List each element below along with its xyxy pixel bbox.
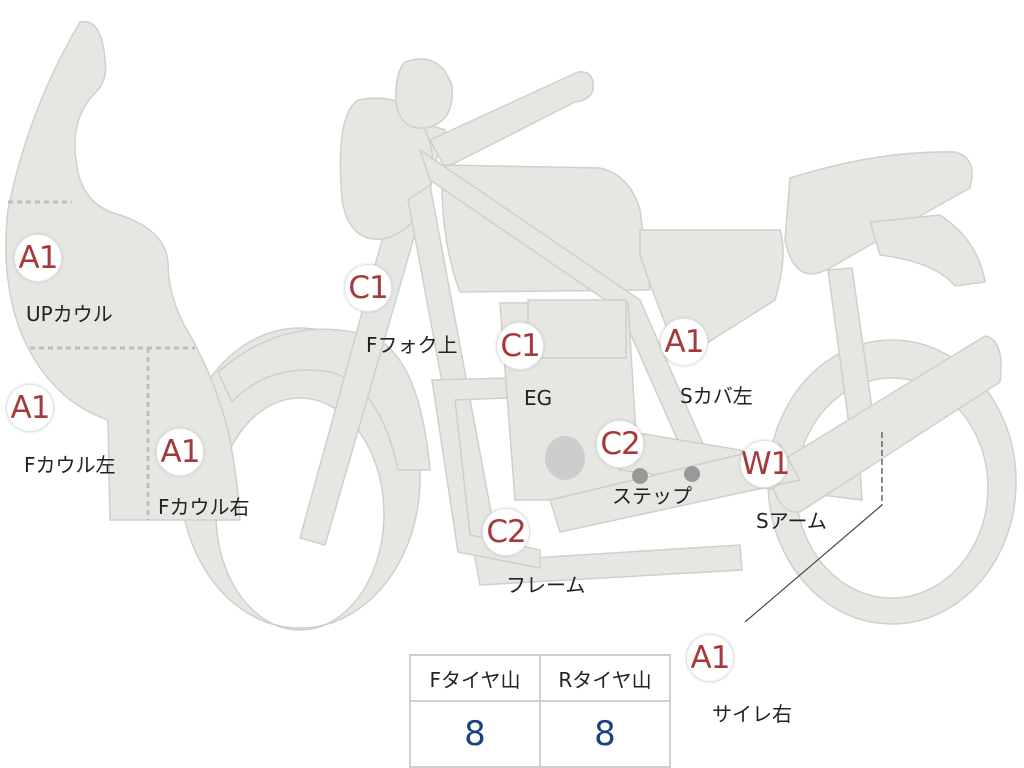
tread-value-row: 8 8 xyxy=(409,700,671,768)
seat xyxy=(784,151,973,275)
handlebar xyxy=(428,71,594,170)
meter xyxy=(395,58,453,129)
grade-badge-step: C2 xyxy=(596,420,644,468)
grade-badge-f-fork-upper: C1 xyxy=(344,264,392,312)
tread-header-row: Fタイヤ山 Rタイヤ山 xyxy=(409,654,671,702)
grade-badge-f-cowl-left: A1 xyxy=(6,384,54,432)
tail-cowl xyxy=(869,214,986,287)
upper-cowl xyxy=(5,20,241,521)
engine-details xyxy=(545,436,700,484)
grade-badge-s-cover-left: A1 xyxy=(660,318,708,366)
part-label-f-fork-upper: Fフォク上 xyxy=(366,333,458,357)
part-label-up-cowl: UPカウル xyxy=(26,302,113,326)
rear-wheel xyxy=(767,339,1017,625)
part-label-s-cover-left: Sカバ左 xyxy=(680,384,753,408)
part-label-step: ステップ xyxy=(612,484,692,508)
part-label-muffler-right: サイレ右 xyxy=(712,702,792,726)
part-label-engine: EG xyxy=(524,386,553,410)
part-label-f-cowl-right: Fカウル右 xyxy=(158,495,250,519)
part-label-f-cowl-left: Fカウル左 xyxy=(24,453,116,477)
grade-badge-swing-arm: W1 xyxy=(740,440,790,488)
grade-badge-f-cowl-right: A1 xyxy=(156,428,204,476)
grade-badge-engine: C1 xyxy=(496,322,544,370)
front-tread-value: 8 xyxy=(409,700,541,768)
grade-badge-muffler-right: A1 xyxy=(686,634,734,682)
cowl-divider-lines xyxy=(8,200,195,520)
muffler-pointer xyxy=(744,432,883,623)
fuel-tank xyxy=(441,164,651,293)
grade-badge-frame: C2 xyxy=(482,508,530,556)
exhaust-pipe xyxy=(549,444,802,533)
part-label-frame: フレーム xyxy=(506,573,586,597)
rear-tread-label: Rタイヤ山 xyxy=(539,654,671,702)
tire-tread-table: Fタイヤ山 Rタイヤ山 8 8 xyxy=(409,654,671,768)
part-label-swing-arm: Sアーム xyxy=(756,509,827,533)
rear-tread-value: 8 xyxy=(539,700,671,768)
front-tread-label: Fタイヤ山 xyxy=(409,654,541,702)
grade-badge-up-cowl: A1 xyxy=(14,234,62,282)
muffler xyxy=(769,335,1002,513)
